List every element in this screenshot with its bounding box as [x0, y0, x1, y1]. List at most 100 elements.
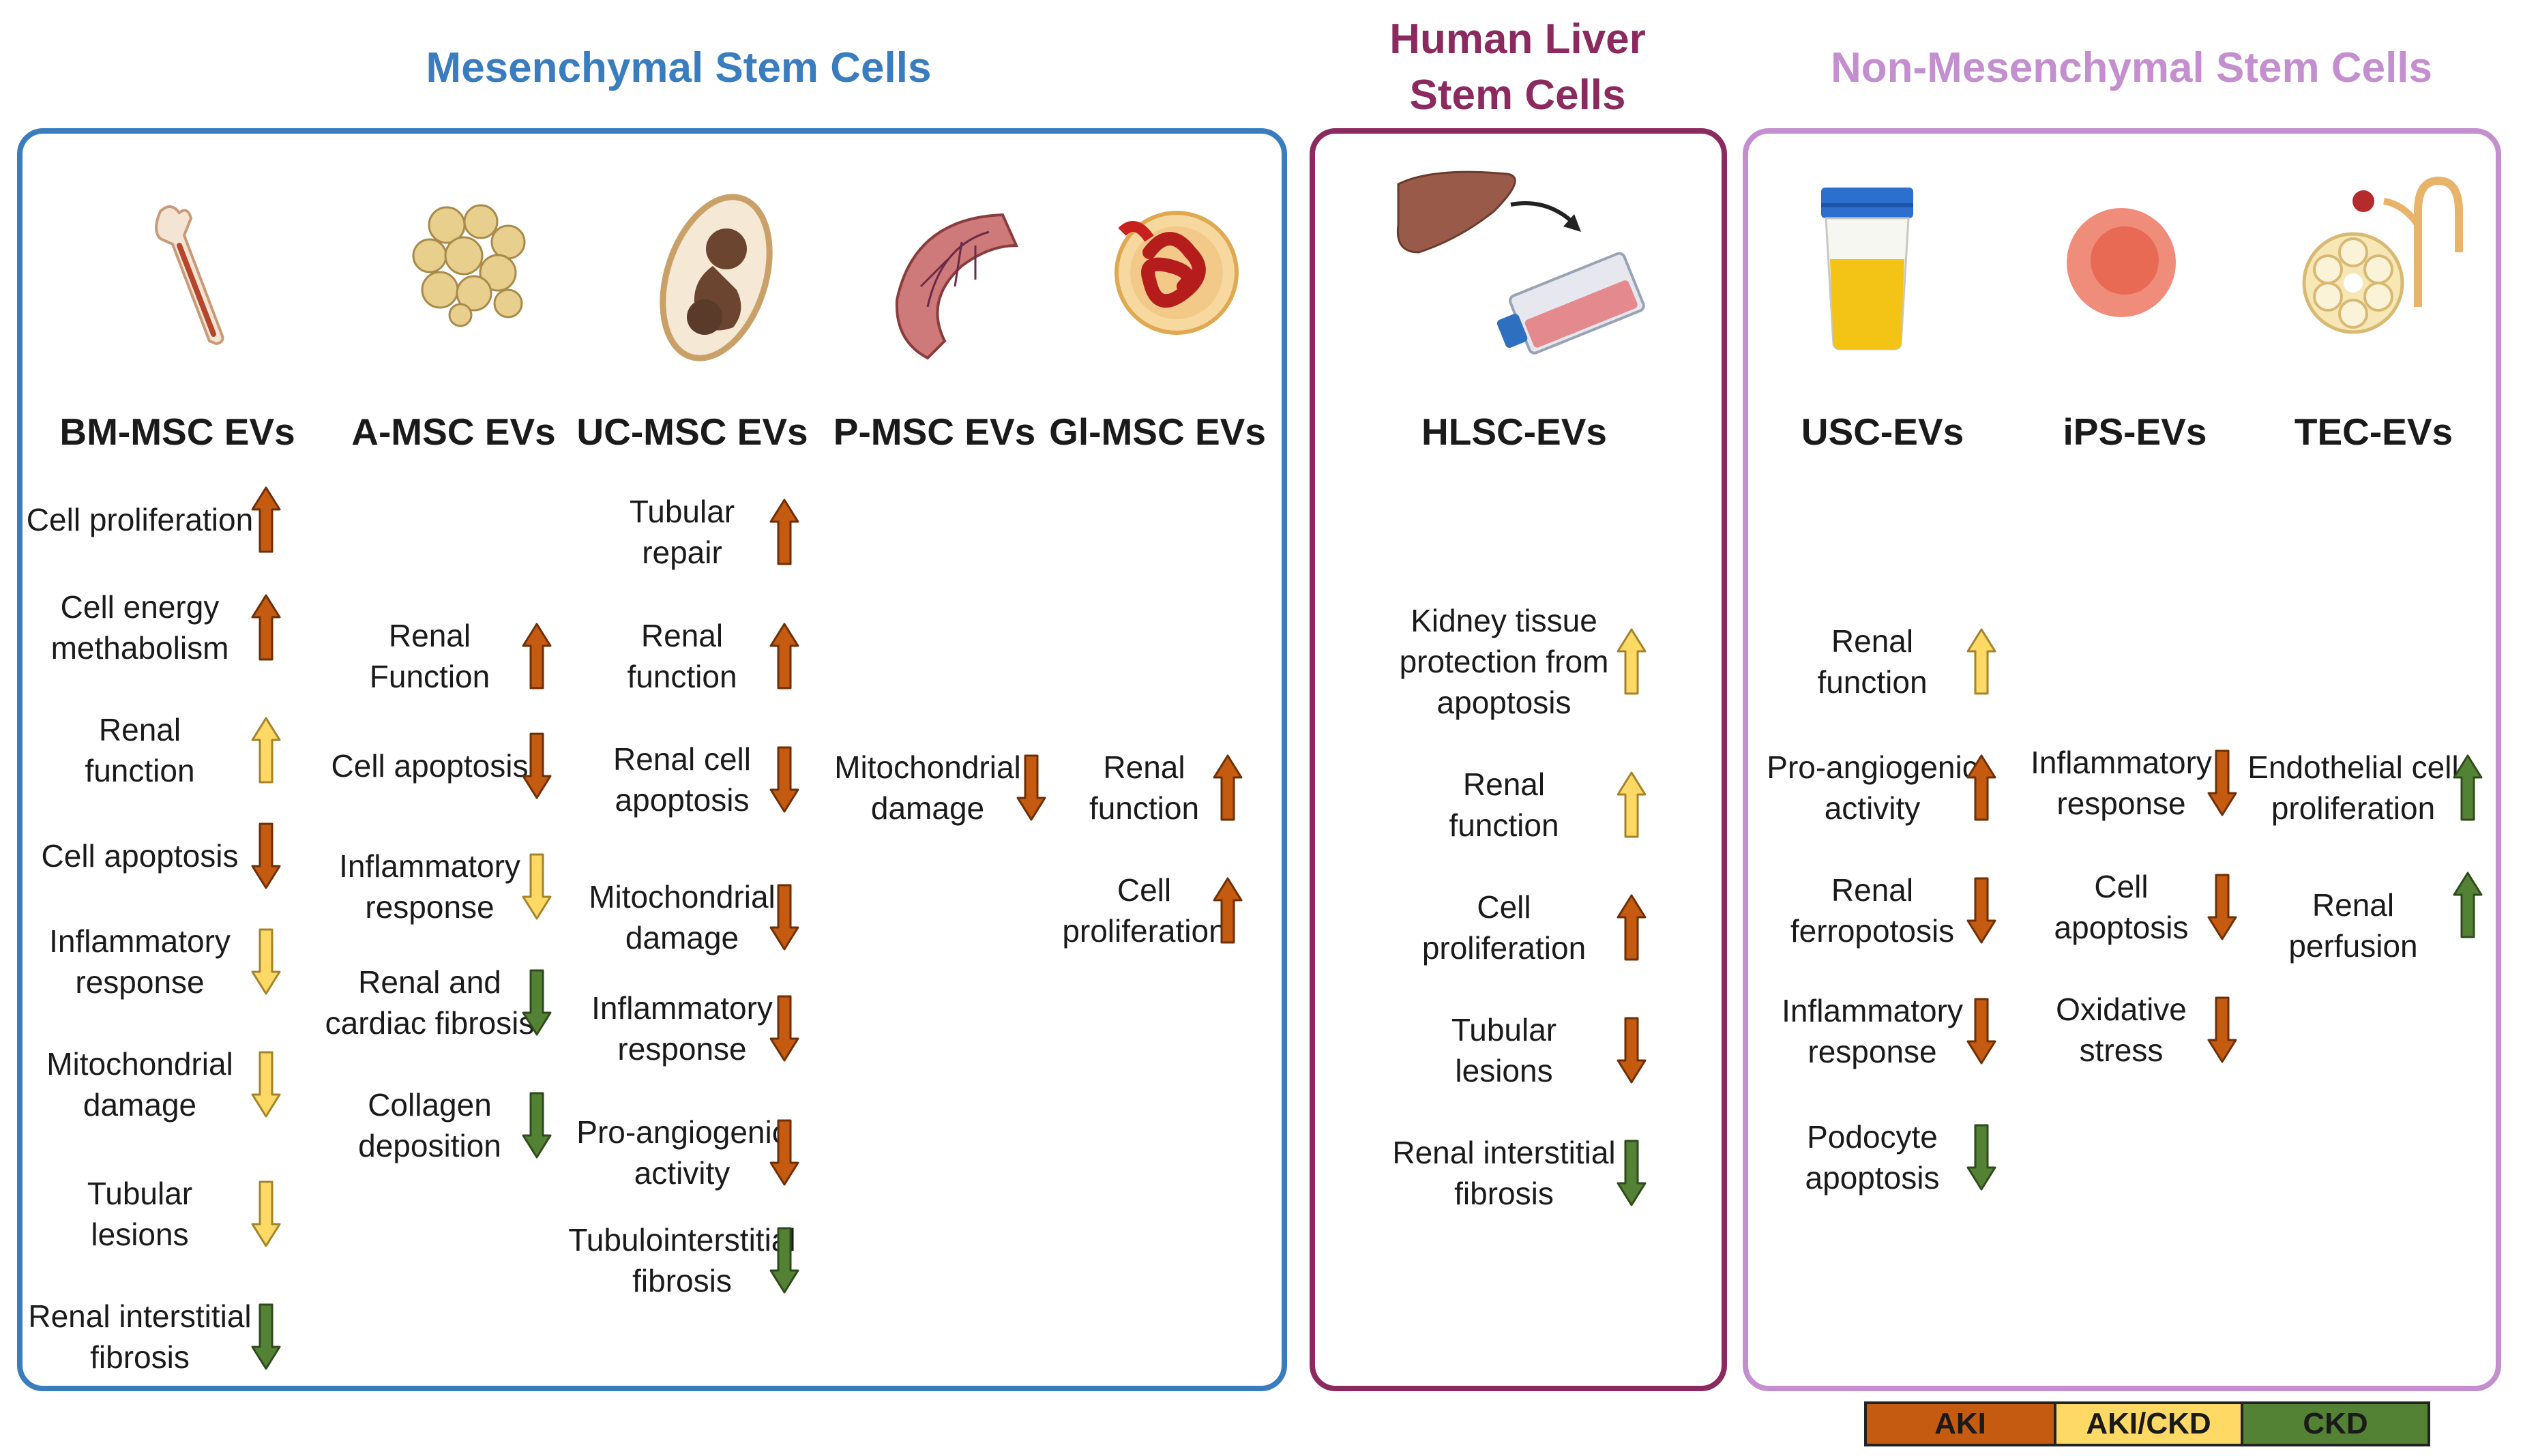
liver-to-flask-icon	[1396, 170, 1645, 355]
msc-title: Mesenchymal Stem Cells	[426, 44, 932, 91]
effect-label: Cell energy methabolism	[50, 589, 229, 666]
effect-label: Tubular lesions	[87, 1176, 193, 1252]
renal-tubule-icon	[2302, 176, 2463, 334]
legend: AKI AKI/CKD CKD	[1864, 1401, 2430, 1446]
effect-label: Pro-angiogenic activity	[576, 1114, 788, 1191]
arrow-up-icon	[250, 716, 282, 788]
cell-icon	[2067, 208, 2176, 317]
effect-label: Cell proliferation	[1421, 889, 1587, 966]
effect-label: Renal and cardiac fibrosis	[325, 964, 535, 1041]
arrow-down-icon	[521, 1091, 552, 1163]
placenta-icon	[895, 213, 1019, 360]
arrow-up-icon	[1966, 754, 1997, 825]
arrow-up-icon	[769, 498, 800, 569]
arrow-down-icon	[769, 1226, 800, 1298]
arrow-down-icon	[521, 852, 552, 924]
effect-label: Mitochondrial damage	[46, 1046, 233, 1123]
legend-aki-ckd: AKI/CKD	[2054, 1404, 2241, 1444]
urine-container-icon	[1821, 188, 1913, 351]
effect-label: Cell apoptosis	[2054, 869, 2189, 945]
msc-panel	[17, 128, 1287, 1391]
arrow-down-icon	[521, 732, 552, 803]
effect-label: Renal interstitial fibrosis	[1392, 1135, 1616, 1211]
effect-label: Cell apoptosis	[41, 838, 239, 874]
bone-icon	[155, 205, 224, 346]
arrow-up-icon	[1616, 893, 1647, 965]
effect-label: Mitochondrial damage	[589, 879, 776, 955]
arrow-down-icon	[250, 1303, 282, 1374]
hlsc-title-line2: Stem Cells	[1409, 72, 1626, 119]
arrow-down-icon	[1016, 754, 1047, 825]
arrow-down-icon	[769, 883, 800, 955]
effect-label: Endothelial cell proliferation	[2247, 749, 2459, 826]
effect-label: Cell proliferation	[26, 502, 254, 537]
effect-label: Renal function	[627, 618, 737, 694]
arrow-down-icon	[1966, 876, 1997, 948]
arrow-down-icon	[1966, 1123, 1997, 1195]
effect-label: Cell proliferation	[1062, 872, 1226, 949]
arrow-up-icon	[250, 593, 282, 665]
effect-label: Renal function	[1449, 767, 1559, 843]
arrow-down-icon	[250, 1180, 282, 1251]
arrow-up-icon	[1212, 754, 1243, 825]
arrow-down-icon	[2207, 749, 2238, 820]
arrow-down-icon	[2207, 873, 2238, 945]
glomerulus-icon	[1115, 211, 1239, 335]
column-header-uc-msc: UC-MSC EVs	[576, 411, 808, 453]
umbilical-cord-fetus-icon	[660, 194, 773, 361]
non-msc-title: Non-Mesenchymal Stem Cells	[1830, 44, 2433, 91]
effect-label: Renal cell apoptosis	[613, 741, 751, 818]
effect-label: Tubulointerstitial fibrosis	[568, 1222, 796, 1298]
column-header-usc: USC-EVs	[1801, 411, 1964, 453]
effect-label: Pro-angiogenic activity	[1767, 749, 1978, 826]
arrow-up-icon	[2452, 871, 2483, 942]
effect-label: Tubular lesions	[1451, 1012, 1557, 1088]
effect-label: Mitochondrial damage	[834, 749, 1021, 826]
adipose-tissue-icon	[412, 204, 526, 327]
column-header-p-msc: P-MSC EVs	[833, 411, 1036, 453]
effect-label: Renal function	[1817, 623, 1928, 700]
column-header-ips: iPS-EVs	[2063, 411, 2207, 453]
column-header-bm-msc: BM-MSC EVs	[59, 411, 295, 453]
arrow-up-icon	[1212, 876, 1243, 948]
non-msc-panel	[1743, 128, 2501, 1391]
effect-label: Kidney tissue protection from apoptosis	[1399, 603, 1609, 720]
arrow-up-icon	[250, 486, 282, 557]
arrow-up-icon	[2452, 754, 2483, 825]
effect-label: Oxidative stress	[2056, 992, 2187, 1068]
arrow-down-icon	[250, 1050, 282, 1122]
arrow-down-icon	[769, 994, 800, 1066]
column-header-a-msc: A-MSC EVs	[351, 411, 556, 453]
arrow-up-icon	[521, 622, 552, 694]
effect-label: Inflammatory response	[591, 990, 773, 1067]
effect-label: Inflammatory response	[49, 923, 231, 1000]
effect-label: Cell apoptosis	[331, 748, 529, 784]
arrow-down-icon	[1616, 1139, 1647, 1210]
column-header-hlsc: HLSC-EVs	[1421, 411, 1607, 453]
arrow-up-icon	[1616, 627, 1647, 699]
effect-label: Renal interstitial fibrosis	[28, 1298, 252, 1375]
column-header-tec: TEC-EVs	[2294, 411, 2453, 453]
arrow-down-icon	[1966, 997, 1997, 1069]
effect-label: Renal function	[85, 712, 195, 788]
arrow-down-icon	[2207, 996, 2238, 1067]
arrow-up-icon	[1616, 771, 1647, 842]
arrow-down-icon	[769, 1118, 800, 1190]
arrow-down-icon	[250, 822, 282, 893]
effect-label: Tubular repair	[629, 494, 735, 570]
effect-label: Inflammatory response	[2031, 745, 2212, 821]
arrow-down-icon	[769, 745, 800, 817]
effect-label: Collagen deposition	[358, 1087, 501, 1163]
legend-aki: AKI	[1867, 1404, 2054, 1444]
arrow-down-icon	[521, 968, 552, 1040]
arrow-down-icon	[1616, 1016, 1647, 1088]
hlsc-title-line1: Human Liver	[1389, 16, 1646, 63]
arrow-down-icon	[250, 927, 282, 999]
effect-label: Renal perfusion	[2288, 887, 2418, 964]
column-header-gl-msc: Gl-MSC EVs	[1049, 411, 1266, 453]
effect-label: Inflammatory response	[1782, 993, 1963, 1069]
effect-label: Podocyte apoptosis	[1805, 1119, 1940, 1195]
arrow-up-icon	[769, 622, 800, 694]
legend-ckd: CKD	[2241, 1404, 2428, 1444]
